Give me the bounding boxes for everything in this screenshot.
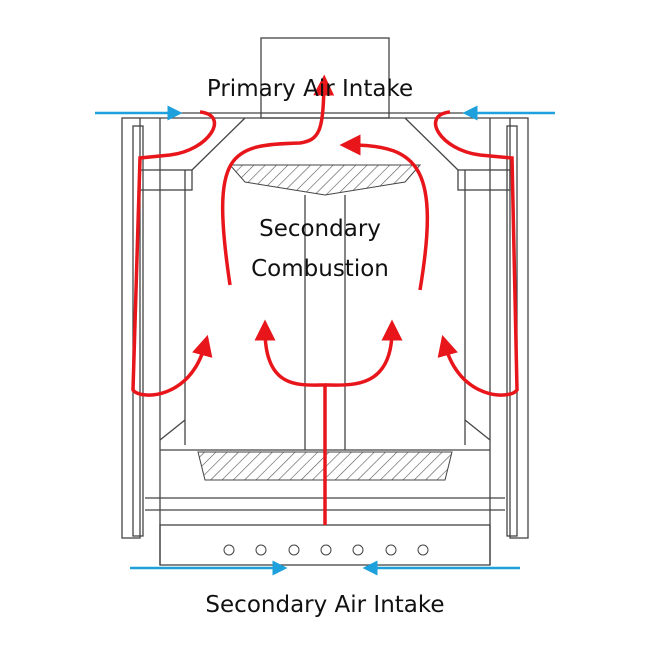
cold-air-arrows bbox=[95, 105, 555, 576]
hot-air-arrows bbox=[131, 74, 519, 525]
air-holes bbox=[223, 544, 429, 556]
secondary-combustion-label-line1: Secondary bbox=[259, 216, 381, 242]
secondary-combustion-label-line2: Combustion bbox=[251, 256, 389, 282]
baffle-plate bbox=[228, 164, 422, 196]
secondary-air-intake-label: Secondary Air Intake bbox=[205, 592, 445, 618]
primary-air-intake-label: Primary Air Intake bbox=[206, 76, 414, 102]
